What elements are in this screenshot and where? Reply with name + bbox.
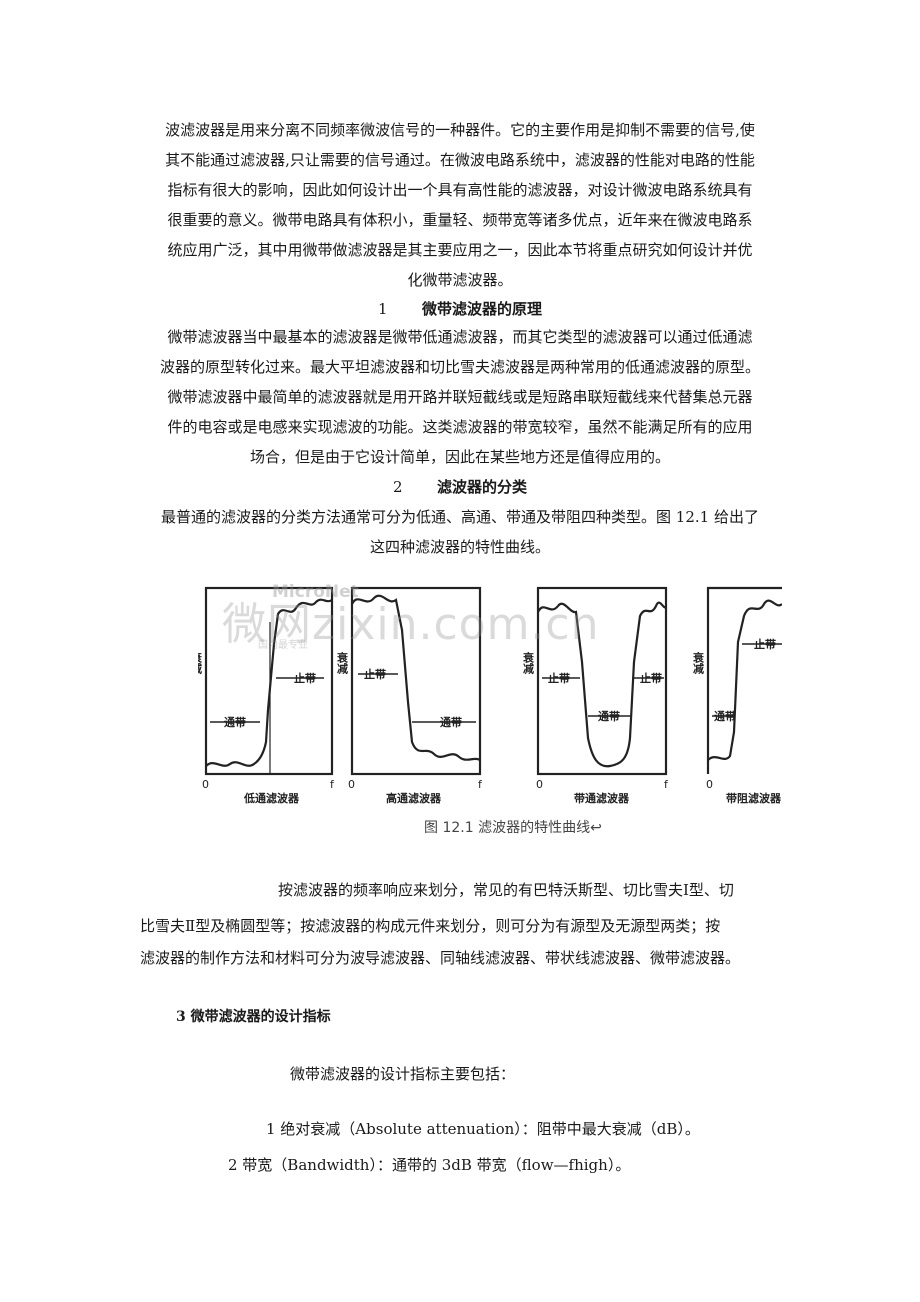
- intro-line: 很重要的意义。微带电路具有体积小，重量轻、频带宽等诸多优点，近年来在微波电路系: [167, 211, 753, 229]
- section3-heading: 3 微带滤波器的设计指标: [176, 1009, 331, 1025]
- curve-lowpass: [205, 598, 333, 767]
- band-label: 止带: [640, 671, 662, 685]
- classify-line: 按滤波器的频率响应来划分，常见的有巴特沃斯型、切比雪夫Ⅰ型、切: [278, 881, 734, 899]
- curve-bandstop: [707, 599, 782, 761]
- panel-frame-highpass: [350, 586, 482, 776]
- section1-heading: 1 微带滤波器的原理: [130, 294, 790, 324]
- band-label: 止带: [548, 671, 570, 685]
- watermark-subtitle: 国内最专业: [258, 640, 308, 651]
- spec-item: 1 绝对衰减（Absolute attenuation）：阻带中最大衰减（dB）…: [266, 1120, 700, 1138]
- figure-drawing: 衰减 衰减 衰减 衰减 通带 止带 止带 通带 止带 通带 止带 通带 止带 0…: [198, 586, 782, 836]
- watermark: 微网zixin.com.cn: [222, 599, 600, 650]
- panel-frame-bandstop: [706, 586, 782, 774]
- curve-bandpass: [537, 601, 668, 768]
- section2-number: 2: [392, 478, 403, 496]
- band-label: 止带: [364, 667, 386, 681]
- band-label: 通带: [440, 715, 462, 729]
- spec-item: 2 带宽（Bandwidth）：通带的 3dB 带宽（flow—fhigh）。: [228, 1156, 631, 1174]
- intro-line: 指标有很大的影响，因此如何设计出一个具有高性能的滤波器，对设计微波电路系统具有: [167, 181, 753, 199]
- section1-line: 波器的原型转化过来。最大平坦滤波器和切比雪夫滤波器是两种常用的低通滤波器的原型。: [159, 358, 760, 376]
- panel-frame-lowpass: [204, 586, 334, 776]
- section2-heading: 2 滤波器的分类: [130, 472, 790, 502]
- classify-line: 滤波器的制作方法和材料可分为波导滤波器、同轴线滤波器、带状线滤波器、微带滤波器。: [140, 949, 741, 967]
- axis-f-label: f: [664, 778, 669, 791]
- band-label: 止带: [754, 637, 776, 651]
- section1-title: 微带滤波器的原理: [421, 300, 542, 318]
- band-label: 通带: [714, 709, 736, 723]
- panel-name-bandstop: 带阻滤波器: [726, 791, 782, 805]
- y-axis-label: 衰减: [522, 651, 536, 675]
- axis-zero-label: 0: [202, 778, 209, 791]
- panel-frame-bandpass: [536, 586, 668, 776]
- axis-zero-label: 0: [536, 778, 543, 791]
- section2-line: 最普通的滤波器的分类方法通常可分为低通、高通、带通及带阻四种类型。图 12.1 …: [161, 508, 759, 526]
- figure-caption: 图 12.1 滤波器的特性曲线↩: [424, 820, 602, 836]
- panel-name-lowpass: 低通滤波器: [243, 791, 300, 805]
- y-axis-label: 衰减: [198, 651, 203, 675]
- section1-line: 场合，但是由于它设计简单，因此在某些地方还是值得应用的。: [249, 448, 670, 466]
- section1-line: 微带滤波器中最简单的滤波器就是用开路并联短截线或是短路串联短截线来代替集总元器: [167, 388, 753, 406]
- intro-line: 统应用广泛，其中用微带做滤波器是其主要应用之一，因此本节将重点研究如何设计并优: [167, 241, 753, 259]
- classify-line: 比雪夫Ⅱ型及椭圆型等；按滤波器的构成元件来划分，则可分为有源型及无源型两类；按: [140, 917, 721, 935]
- axis-f-label: f: [478, 778, 483, 791]
- panel-name-bandpass: 带通滤波器: [574, 791, 630, 805]
- intro-line: 波滤波器是用来分离不同频率微波信号的一种器件。它的主要作用是抑制不需要的信号,使: [165, 121, 755, 139]
- filter-characteristic-figure: 衰减 衰减 衰减 衰减 通带 止带 止带 通带 止带 通带 止带 通带 止带 0…: [198, 582, 782, 838]
- band-label: 通带: [224, 715, 246, 729]
- y-axis-label: 衰减: [336, 651, 350, 675]
- watermark-brand: MicroNet: [272, 582, 359, 602]
- intro-line: 化微带滤波器。: [407, 271, 513, 289]
- band-label: 止带: [294, 671, 316, 685]
- section2-line: 这四种滤波器的特性曲线。: [369, 538, 550, 556]
- intro-line: 其不能通过滤波器,只让需要的信号通过。在微波电路系统中，滤波器的性能对电路的性能: [165, 151, 755, 169]
- band-label: 通带: [598, 709, 620, 723]
- section1-line: 件的电容或是电感来实现滤波的功能。这类滤波器的带宽较窄，虽然不能满足所有的应用: [167, 418, 753, 436]
- y-axis-label: 衰减: [692, 651, 706, 675]
- section2-title: 滤波器的分类: [436, 478, 527, 496]
- axis-f-label: f: [330, 778, 335, 791]
- axis-zero-label: 0: [348, 778, 355, 791]
- section1-line: 微带滤波器当中最基本的滤波器是微带低通滤波器，而其它类型的滤波器可以通过低通滤: [167, 328, 753, 346]
- axis-zero-label: 0: [706, 778, 713, 791]
- curve-highpass: [351, 594, 481, 762]
- section1-number: 1: [377, 300, 388, 318]
- section3-intro: 微带滤波器的设计指标主要包括：: [290, 1065, 516, 1083]
- panel-name-highpass: 高通滤波器: [386, 791, 442, 805]
